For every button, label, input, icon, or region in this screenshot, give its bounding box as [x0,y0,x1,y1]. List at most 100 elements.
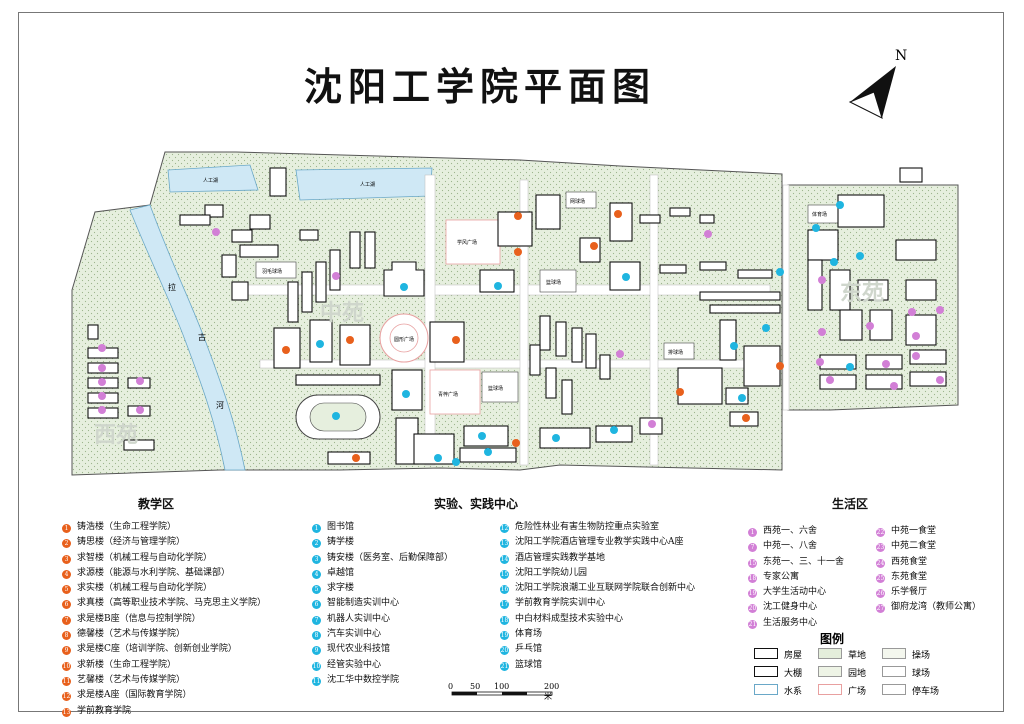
scale-tick-0: 0 [448,682,454,691]
central-round-plaza: 圆形广场 [379,313,429,363]
volleyball-court: 排球场 [663,342,695,360]
xueshi-plaza: 学风广场 [445,219,501,265]
scale-tick-200: 200 米 [544,682,560,701]
scale-tick-50: 50 [470,682,481,691]
north-label: N [895,48,907,64]
map-frame [18,12,1004,712]
basketball-label-2: 篮球场 [488,385,503,392]
lake-2-label: 人工湖 [360,181,375,188]
river-label-1: 拉 [168,282,176,292]
legend-title: 图例 [820,632,845,646]
marker-living [98,228,944,428]
basketball-court-2: 篮球场 [481,371,519,403]
west-zone-watermark: 西苑 [94,422,138,448]
stadium-label: 体育场 [812,211,827,218]
east-zone-watermark: 东苑 [840,280,884,306]
volleyball-label: 排球场 [668,349,683,356]
xueshi-plaza-label: 学风广场 [457,239,477,246]
basketball-label-1: 篮球场 [546,279,561,286]
lake-1: 人工湖 [167,164,259,193]
scale-tick-100: 100 [494,682,510,691]
badminton-label: 羽毛球场 [262,268,282,275]
section-teaching: 教学区 [138,497,175,511]
marker-practice [316,201,864,466]
badminton-court: 羽毛球场 [255,261,297,279]
section-living: 生活区 [832,497,869,511]
section-practice: 实验、实践中心 [434,497,519,511]
north-arrow-icon: N [848,48,907,119]
basketball-court-1: 篮球场 [539,269,577,293]
stadium-court: 体育场 [807,204,841,224]
middle-zone-watermark-1: 中苑 [320,300,364,326]
river [129,204,246,471]
map-markers [98,201,944,466]
tennis-label: 网球场 [570,198,585,205]
tennis-court: 网球场 [565,191,597,209]
qingzi-plaza: 青梓广场 [429,369,481,415]
river-label-3: 河 [216,400,224,410]
scale-bar-graphic [451,691,553,696]
qingzi-plaza-label: 青梓广场 [438,391,458,398]
marker-teaching [282,210,784,462]
lake-2: 人工湖 [295,167,433,201]
lake-1-label: 人工湖 [203,177,218,184]
river-label-2: 古 [198,332,206,342]
round-plaza-label: 圆形广场 [394,336,414,343]
map-legend: 房屋 草地 操场 大棚 园地 球场 水系 广场 停车场 [754,648,950,700]
map-title: 沈阳工学院平面图 [303,64,656,109]
